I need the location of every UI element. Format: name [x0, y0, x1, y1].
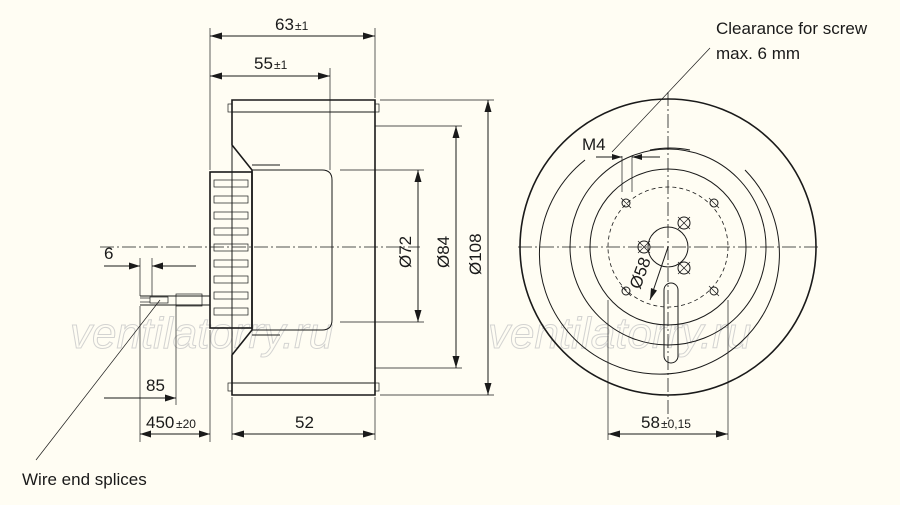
cable-slot — [663, 282, 679, 364]
clearance-callout: Clearance for screw max. 6 mm — [611, 19, 868, 153]
dim-450-value: 450 — [146, 413, 174, 432]
motor-fin — [213, 275, 249, 284]
dim-52-value: 52 — [295, 413, 314, 432]
m4-label: M4 — [582, 135, 606, 154]
wire-splices-callout: Wire end splices — [22, 299, 161, 489]
bolt-circle-value: Ø58 — [626, 255, 655, 292]
bolt-circle — [607, 186, 729, 308]
bolt-hole — [621, 198, 631, 208]
side-view: 63 ±1 55 ±1 52 Ø72 — [22, 15, 494, 489]
dim-inlet-depth: 55 ±1 — [210, 54, 331, 170]
bolt-hole — [621, 286, 631, 296]
housing-outer-circle — [519, 98, 817, 396]
motor-fin — [213, 243, 249, 252]
dim-d72: Ø72 — [340, 169, 424, 323]
hub-center — [637, 216, 691, 275]
motor-fin — [213, 227, 249, 236]
dim-55-tol: ±1 — [274, 58, 288, 72]
dim-wire-length: 450 ±20 — [139, 306, 211, 442]
dim-85-value: 85 — [146, 376, 165, 395]
watermark-left: ventilatorry.ru — [70, 309, 333, 358]
dim-d72-value: Ø72 — [396, 236, 415, 268]
watermark-right: ventilatorry.ru — [488, 309, 751, 358]
dim-63-value: 63 — [275, 15, 294, 34]
dim-bolt-circle: Ø58 — [626, 246, 669, 301]
dim-d84-value: Ø84 — [434, 236, 453, 268]
scroll-inner-arc — [538, 159, 780, 375]
dim-slot-spacing: 58 ±0,15 — [607, 300, 729, 440]
inlet-arc-top — [649, 147, 691, 151]
motor-fin — [213, 259, 249, 268]
bolt-holes — [620, 197, 720, 297]
wire-splices-label: Wire end splices — [22, 470, 147, 489]
dim-63-tol: ±1 — [295, 19, 309, 33]
wire-cable — [140, 293, 210, 307]
clearance-line2: max. 6 mm — [716, 44, 800, 63]
hub-ring-outer — [569, 148, 767, 346]
dim-d108: Ø108 — [380, 99, 494, 396]
dim-450-tol: ±20 — [176, 417, 196, 431]
motor-fin — [213, 179, 249, 188]
motor-fin — [213, 307, 249, 316]
dim-wire-offset: 6 — [104, 244, 196, 296]
motor-fin — [213, 211, 249, 220]
hub-ring-inner — [589, 168, 747, 326]
dim-overall-width: 63 ±1 — [209, 15, 376, 170]
bolt-hole — [709, 198, 719, 208]
motor-fin — [213, 291, 249, 300]
dim-body-width: 52 — [231, 397, 376, 440]
dim-d84: Ø84 — [375, 125, 462, 369]
dim-d108-value: Ø108 — [466, 233, 485, 275]
front-view: Ø58 M4 Clearance for screw max. 6 mm — [518, 19, 868, 440]
dim-55-value: 55 — [254, 54, 273, 73]
dim-6-value: 6 — [104, 244, 113, 263]
dim-58-tol: ±0,15 — [661, 417, 691, 431]
m4-thread-callout: M4 — [582, 135, 660, 192]
dim-58-value: 58 — [641, 413, 660, 432]
motor-fin — [213, 195, 249, 204]
motor-body — [209, 169, 333, 331]
bolt-hole — [709, 286, 719, 296]
clearance-line1: Clearance for screw — [716, 19, 868, 38]
